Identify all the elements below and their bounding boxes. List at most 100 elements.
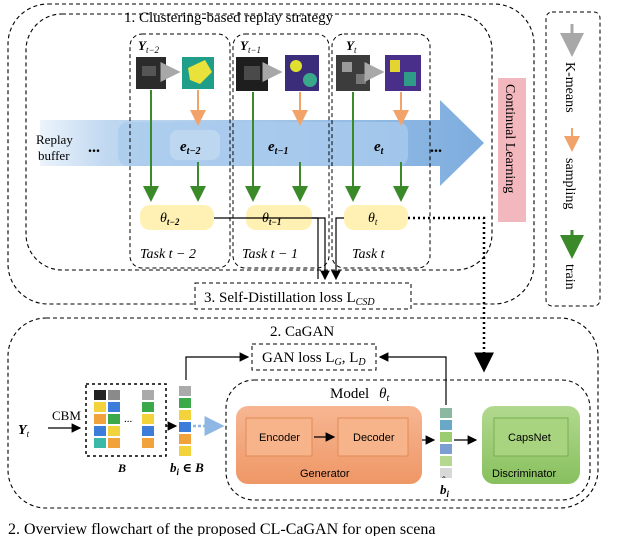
bi-cell [179,434,191,444]
theta-t-to-model-dotted-connector [408,216,494,373]
bhat-cell [440,432,452,442]
replay-ellipsis-right: ... [430,139,442,156]
embedding-label: et−1 [268,139,289,157]
model-border [225,379,591,501]
clustered-image-region [303,73,317,87]
clustered-image-region [390,60,400,72]
matrix-cell [142,390,154,400]
section1-title: 1. Clustering-based replay strategy [124,10,334,26]
remote-sensing-image-detail [342,62,352,72]
bhat-to-gan-loss-arrow [378,352,447,405]
matrix-cell [94,438,106,448]
bi-cell [179,398,191,408]
decoder-label: Decoder [353,432,395,444]
generator-label: Generator [300,468,350,480]
encoder-box [245,417,313,457]
bhat-cell [440,420,452,430]
remote-sensing-image-detail [142,66,156,76]
task-column-border [232,33,330,269]
replay-embedding-band [118,122,408,166]
gan-loss-label: GAN loss LG, LD [262,350,366,368]
legend-sampling-label: sampling [562,158,577,209]
matrix-cell [108,414,120,424]
bhat-label: bi [440,482,450,499]
bi-to-gan-loss-arrow [185,352,250,380]
section1-outer-border [7,3,535,305]
remote-sensing-image-detail [244,66,260,80]
matrix-cell [108,426,120,436]
encoder-label: Encoder [259,432,300,444]
gan-loss-box [251,343,377,371]
bhat-hat: ˆ [442,475,446,487]
bi-cell [179,386,191,396]
decoder-box [337,417,409,457]
continual-learning-label: Continual Learning [502,84,517,193]
replay-ellipsis-left: ... [88,139,100,156]
task-column-border [331,33,431,269]
embedding-box [170,130,220,160]
theta-t-minus-1-to-sd-line [312,217,330,281]
task-label: Task t − 1 [242,247,298,262]
legend-train-label: train [562,264,577,290]
matrix-cell [94,414,106,424]
embedding-label: et−2 [180,139,201,157]
task-label: Task t − 2 [140,247,196,262]
embedding-label: et [374,139,385,157]
matrix-cell [108,390,120,400]
matrix-cell [142,438,154,448]
remote-sensing-image-detail [356,74,366,84]
bi-cell [179,446,191,456]
theta-label: θt−2 [160,211,180,227]
cbm-y-label: Yt [18,423,30,439]
theta-box [140,205,214,230]
section2-title: 2. CaGAN [270,324,334,340]
task-column-t-minus-1: Yt−1 et−1 θt−1 Task t − 1 [232,33,330,269]
bi-cell [179,410,191,420]
matrix-cell [108,438,120,448]
matrix-b: ... B [85,383,167,475]
task-column-border [129,33,231,269]
matrix-cell [94,426,106,436]
bhat-cell [440,456,452,466]
task-column-t-minus-2: Yt−2 et−2 θt−2 Task t − 2 [129,33,231,269]
legend: K-means sampling train [545,11,601,307]
discriminator-label: Discriminator [492,468,557,480]
clustered-image-region [290,60,302,72]
matrix-cell [142,414,154,424]
legend-kmeans-label: K-means [562,62,577,113]
self-distillation-box [194,282,412,310]
legend-border [545,11,601,307]
clustered-image-region [404,72,416,86]
bhat-vector: bi ˆ [440,408,452,499]
continual-learning-bar [498,78,526,222]
capsnet-box [493,417,569,457]
section2-border [7,317,599,509]
bhat-cell [440,468,452,478]
theta-box [344,205,408,230]
bi-vector: bi ∈ B [170,386,204,477]
cbm-label: CBM [52,408,81,423]
bi-cell [179,422,191,432]
bhat-cell [440,408,452,418]
matrix-cell [142,402,154,412]
remote-sensing-image [336,55,370,91]
self-distillation-label: 3. Self-Distillation loss LCSD [204,290,375,308]
theta-label: θt [368,211,378,227]
task-label: Task t [352,247,386,262]
task-y-label: Yt [346,38,357,55]
theta-t-to-sd-line [331,217,344,281]
task-y-label: Yt−2 [138,38,160,55]
matrix-cell [142,426,154,436]
matrix-cell [108,402,120,412]
bi-label: bi ∈ B [170,460,204,477]
capsnet-label: CapsNet [508,432,551,444]
replay-buffer-label-2: buffer [38,148,70,163]
matrix-b-label: B [117,461,126,475]
matrix-cell [94,390,106,400]
clustered-image-region [188,60,212,84]
bhat-cell [440,444,452,454]
matrix-dots: ... [124,413,133,425]
matrix-cell [94,402,106,412]
replay-buffer-label-1: Replay [36,132,73,147]
